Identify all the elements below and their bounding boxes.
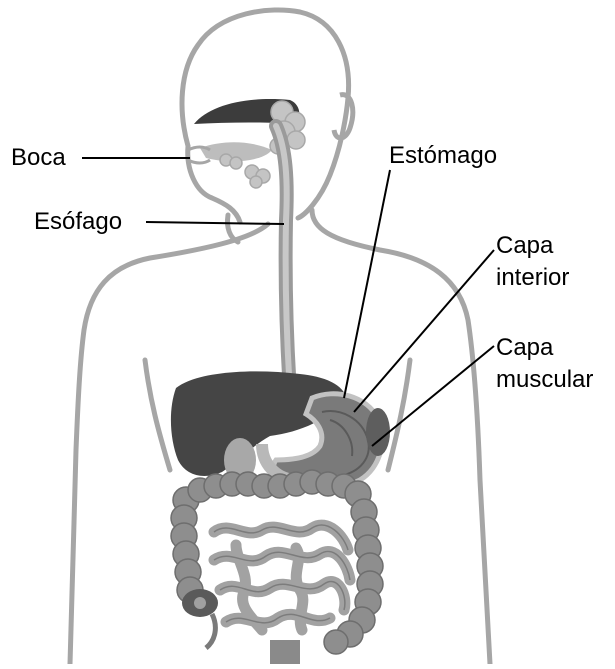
label-esofago: Esófago <box>34 208 122 236</box>
leader-esofago <box>146 222 284 224</box>
rectum <box>270 640 300 664</box>
label-capa-interior-line2: interior <box>496 264 569 292</box>
spleen <box>366 408 390 456</box>
small-intestine <box>214 525 350 630</box>
large-intestine <box>171 470 383 654</box>
label-estomago: Estómago <box>389 142 497 170</box>
label-capa-muscular-line2: muscular <box>496 366 593 394</box>
label-boca: Boca <box>11 144 66 172</box>
label-capa-muscular-line1: Capa <box>496 334 553 362</box>
cecum <box>182 589 218 648</box>
label-capa-interior-line1: Capa <box>496 232 553 260</box>
leader-estomago <box>344 170 390 398</box>
